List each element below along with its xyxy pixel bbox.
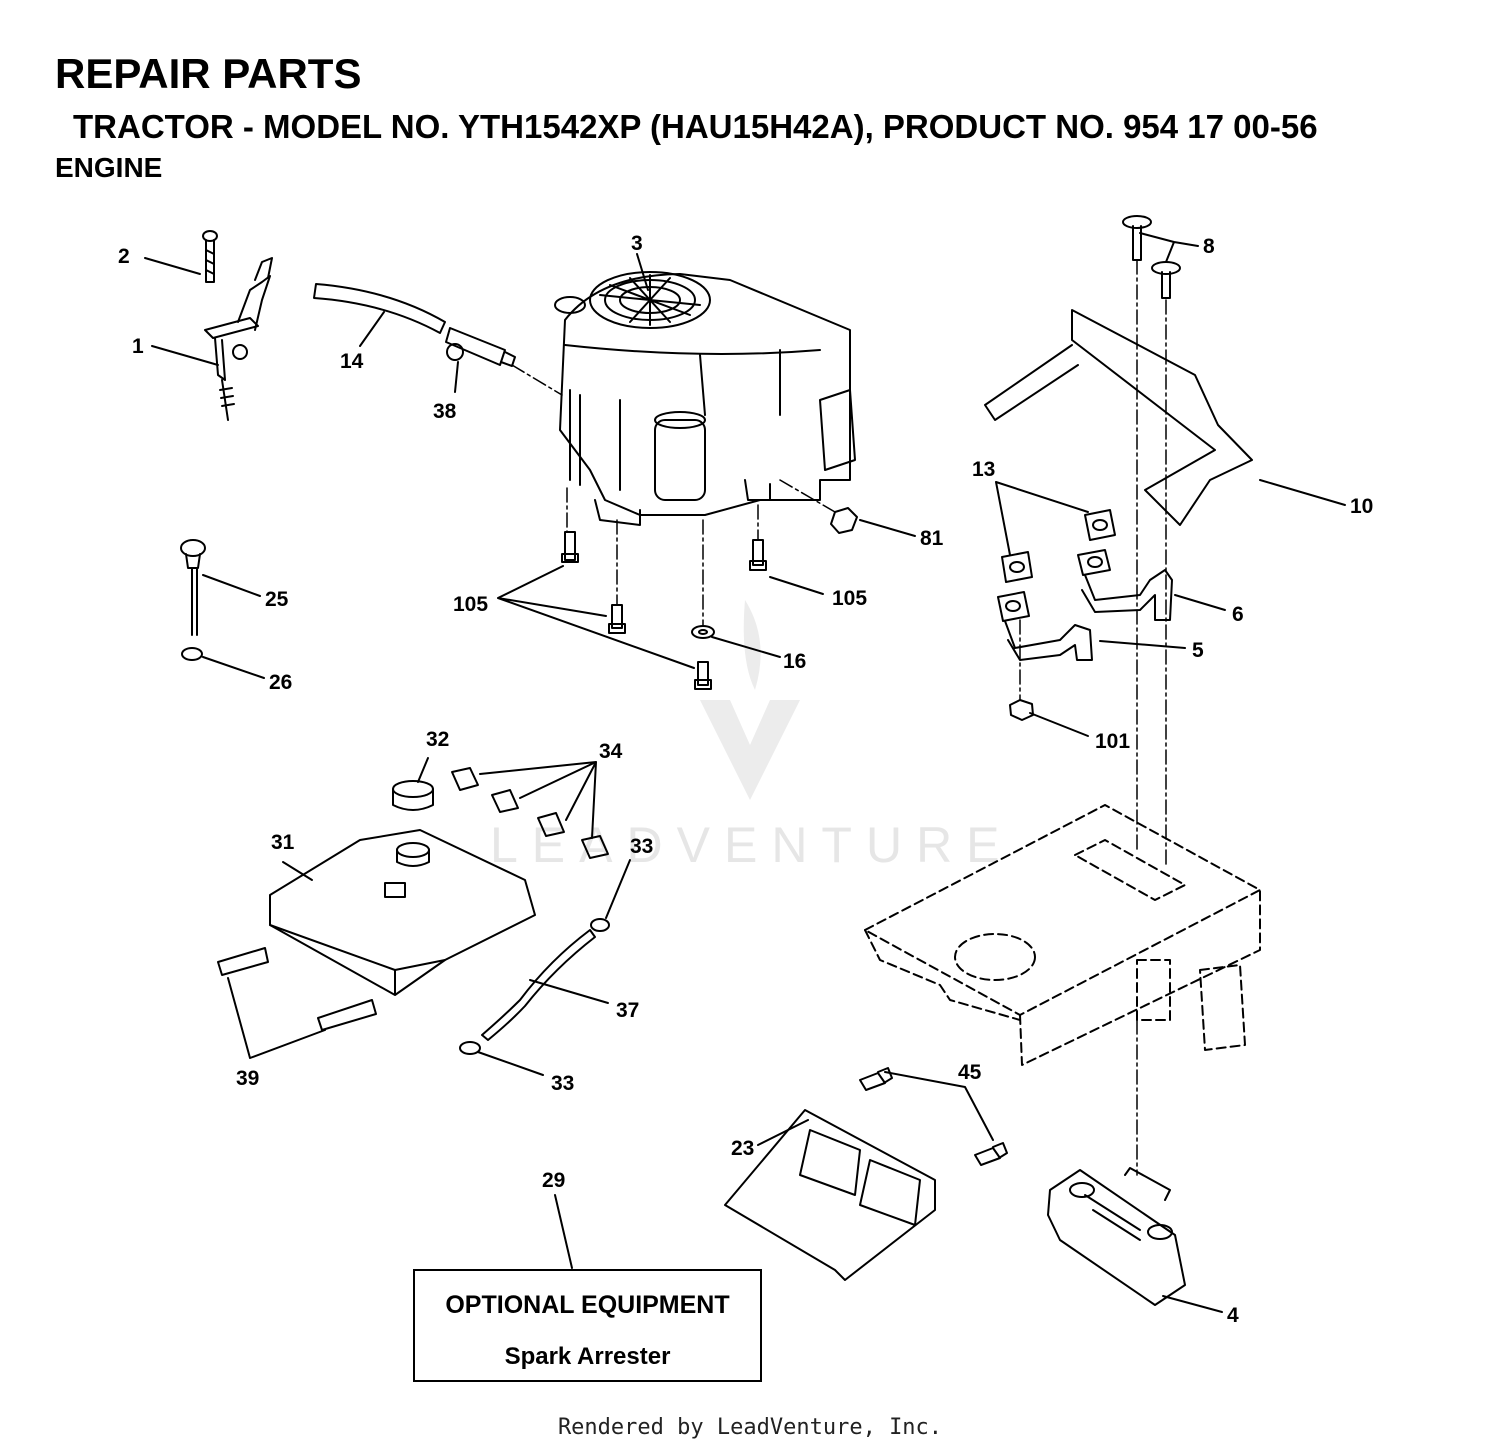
alignment-guides (511, 259, 1167, 1176)
fuel-hose-part (481, 929, 596, 1041)
callout-101: 101 (1095, 730, 1130, 753)
fuel-filter-part (445, 327, 516, 367)
callout-8: 8 (1203, 235, 1215, 258)
callout-1: 1 (132, 335, 144, 358)
leader-lines (144, 232, 1346, 1313)
callout-10: 10 (1350, 495, 1373, 518)
exhaust-pipe-part-6 (1077, 549, 1173, 621)
seal-part-26 (181, 647, 203, 661)
bolt-part-8 (1122, 215, 1181, 299)
callout-105-left: 105 (453, 593, 488, 616)
heat-shield-part (984, 309, 1253, 526)
callout-105-right: 105 (832, 587, 867, 610)
tractor-chassis-outline (864, 804, 1261, 1066)
pad-part-39 (217, 947, 377, 1031)
exhaust-pipe-part-5 (997, 591, 1093, 661)
callout-labels: 2 1 3 14 38 8 10 13 6 5 101 81 105 105 1… (118, 232, 1373, 1327)
callout-2: 2 (118, 245, 130, 268)
callout-45: 45 (958, 1061, 982, 1084)
section-heading: ENGINE (55, 152, 163, 183)
bolt-part-105 (561, 531, 767, 690)
model-subtitle: TRACTOR - MODEL NO. YTH1542XP (HAU15H42A… (73, 108, 1318, 145)
callout-39: 39 (236, 1067, 259, 1090)
dipstick-part (180, 539, 206, 636)
callout-5: 5 (1192, 639, 1204, 662)
callout-4: 4 (1227, 1304, 1239, 1327)
throttle-control-part (204, 257, 273, 421)
cover-plate-part (724, 1109, 936, 1281)
footer-credit: Rendered by LeadVenture, Inc. (557, 1415, 943, 1440)
optional-equipment-title: OPTIONAL EQUIPMENT (445, 1291, 730, 1319)
watermark-text: LEADVENTURE (490, 817, 1014, 873)
engine-part (554, 271, 856, 526)
screw-part-45 (859, 1067, 1008, 1166)
callout-38: 38 (433, 400, 457, 423)
washer-part-16 (691, 625, 715, 639)
callout-81: 81 (920, 527, 944, 550)
gasket-part-13 (1001, 509, 1116, 583)
callout-29: 29 (542, 1169, 565, 1192)
optional-equipment-item: Spark Arrester (504, 1343, 671, 1370)
callout-13: 13 (972, 458, 995, 481)
optional-equipment-box: OPTIONAL EQUIPMENT Spark Arrester (413, 1269, 762, 1382)
muffler-part (1047, 1167, 1186, 1306)
callout-31: 31 (271, 831, 295, 854)
callout-6: 6 (1232, 603, 1244, 626)
callout-33-bottom: 33 (551, 1072, 574, 1095)
nut-part-101 (1009, 699, 1034, 721)
screw-part-2 (202, 230, 218, 283)
callout-16: 16 (783, 650, 806, 673)
callout-33-top: 33 (630, 835, 653, 858)
nut-part-81 (830, 507, 858, 534)
callout-14: 14 (340, 350, 364, 373)
callout-37: 37 (616, 999, 639, 1022)
hose-clamp-part-33 (459, 918, 610, 1055)
fuel-tank-part (269, 829, 536, 996)
fuel-cap-part (392, 780, 434, 811)
watermark-logo-icon (700, 600, 800, 800)
callout-23: 23 (731, 1137, 754, 1160)
fuel-line-part (313, 283, 446, 334)
callout-25: 25 (265, 588, 289, 611)
pad-part-34 (451, 767, 609, 859)
page-title: REPAIR PARTS (55, 50, 362, 97)
callout-3: 3 (631, 232, 643, 255)
callout-32: 32 (426, 728, 449, 751)
callout-34: 34 (599, 740, 623, 763)
callout-26: 26 (269, 671, 292, 694)
